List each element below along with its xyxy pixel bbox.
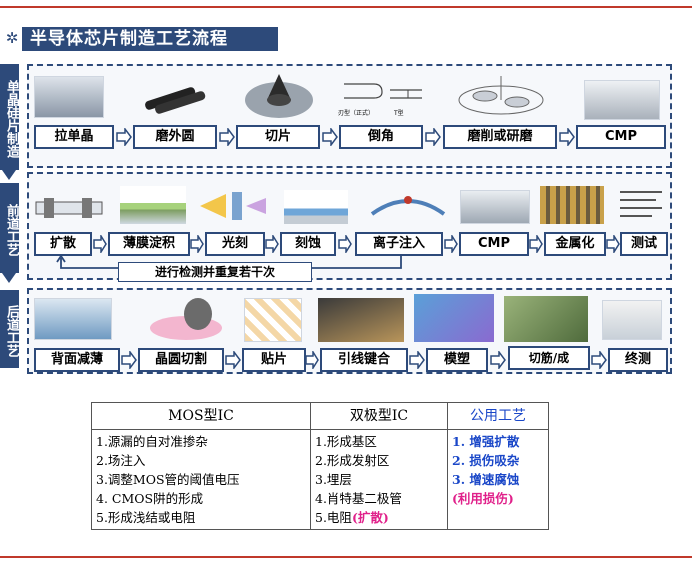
diffusion-note: (扩散) [351, 510, 389, 525]
final-test-image [602, 300, 662, 340]
loop-label: 进行检测并重复若干次 [118, 262, 312, 282]
step-etching: 刻蚀 [280, 232, 336, 256]
step-back-thinning: 背面减薄 [34, 348, 120, 372]
header-mos: MOS型IC [91, 402, 311, 430]
ion-implant-image [368, 186, 448, 224]
common-list: 1. 增强扩散 2. 损伤吸杂 3. 增速腐蚀 (利用损伤) [447, 429, 549, 530]
flow-arrow-icon [322, 128, 338, 146]
list-item: 2.场注入 [96, 453, 146, 468]
list-item: 1.形成基区 [315, 434, 377, 449]
header-bipolar: 双极型IC [310, 402, 448, 430]
step-diffusion: 扩散 [34, 232, 92, 256]
lithography-image [196, 188, 270, 224]
mos-list: 1.源漏的自对准掺杂 2.场注入 3.调整MOS管的阈值电压 4. CMOS阱的… [91, 429, 311, 530]
list-item: 2.形成发射区 [315, 453, 390, 468]
section-label-frontend: 前道工艺 [0, 183, 19, 273]
flow-arrow-icon [116, 128, 132, 146]
trim-form-image [504, 296, 588, 342]
metallization-image [540, 186, 604, 224]
flow-arrow-icon [219, 128, 235, 146]
chamfer-label-left: 刃型（正式） [338, 110, 375, 117]
flow-arrow-icon [409, 351, 425, 369]
crystal-puller-image [34, 76, 104, 118]
step-molding: 模塑 [426, 348, 488, 372]
step-ion-implant: 离子注入 [355, 232, 443, 256]
section-down-arrow [2, 170, 16, 180]
step-wafer-dicing: 晶圆切割 [138, 348, 224, 372]
list-item: 1.源漏的自对准掺杂 [96, 434, 208, 449]
step-wire-bonding: 引线键合 [320, 348, 408, 372]
step-metallization: 金属化 [544, 232, 606, 256]
chamfer-diagram: 刃型（正式） T型 [338, 76, 428, 120]
molding-image [414, 294, 494, 342]
flow-arrow-icon [425, 128, 441, 146]
thin-film-image [120, 186, 186, 224]
step-cmp: CMP [576, 125, 666, 149]
page-title: 半导体芯片制造工艺流程 [22, 27, 278, 51]
header-common: 公用工艺 [447, 402, 549, 430]
flow-arrow-icon [190, 235, 204, 253]
flow-arrow-icon [444, 235, 458, 253]
wafer-slicing-image [243, 70, 315, 120]
step-thin-film: 薄膜淀积 [108, 232, 190, 256]
top-rule [0, 6, 692, 8]
diffusion-furnace-image [34, 190, 104, 224]
list-item: 3. 增速腐蚀 [452, 472, 520, 487]
section-label-wafer: 单晶硅片制造 [0, 64, 19, 170]
bipolar-list: 1.形成基区 2.形成发射区 3.埋层 4.肖特基二极管 5.电阻(扩散) [310, 429, 448, 530]
panel-wafer [27, 64, 672, 168]
step-cmp-frontend: CMP [459, 232, 529, 256]
flow-arrow-icon [338, 235, 352, 253]
grinding-diagram [455, 72, 547, 120]
step-crystal-pulling: 拉单晶 [34, 125, 114, 149]
wire-bond-image [318, 298, 404, 342]
list-item: 4.肖特基二极管 [315, 491, 402, 506]
step-lapping: 磨削或研磨 [443, 125, 557, 149]
step-chamfering: 倒角 [339, 125, 423, 149]
flow-arrow-icon [93, 235, 107, 253]
section-label-backend: 后道工艺 [0, 290, 19, 368]
cmp-machine-image [584, 80, 660, 120]
list-item-text: 5.电阻 [315, 510, 352, 525]
silicon-ingots-image [140, 82, 210, 114]
flow-arrow-icon [121, 351, 137, 369]
ic-process-table: MOS型IC 双极型IC 公用工艺 1.源漏的自对准掺杂 2.场注入 3.调整M… [91, 402, 549, 530]
chamfer-label-right: T型 [394, 110, 404, 117]
die-attach-image [244, 298, 302, 342]
flow-arrow-icon [225, 351, 241, 369]
flow-arrow-icon [591, 351, 607, 369]
cmp-tool-image [460, 190, 530, 224]
flow-arrow-icon [606, 235, 620, 253]
step-lithography: 光刻 [205, 232, 265, 256]
list-item: 5.形成浅结或电阻 [96, 510, 196, 525]
step-trim-form: 切筋/成 [508, 346, 590, 370]
step-testing: 测试 [620, 232, 668, 256]
section-down-arrow [2, 273, 16, 283]
step-die-attach: 贴片 [242, 348, 306, 372]
gear-icon: ✲ [5, 29, 19, 47]
back-thinning-image [34, 298, 112, 340]
list-item-resistor: 5.电阻(扩散) [315, 508, 443, 527]
flow-arrow-icon [529, 235, 543, 253]
damage-note: (利用损伤) [452, 491, 514, 506]
list-item: 2. 损伤吸杂 [452, 453, 520, 468]
etching-image [284, 190, 348, 224]
list-item: 3.调整MOS管的阈值电压 [96, 472, 240, 487]
flow-arrow-icon [265, 235, 279, 253]
wafer-dicing-image [146, 294, 224, 342]
section-label-text: 前道工艺 [4, 204, 19, 256]
list-item: 4. CMOS阱的形成 [96, 491, 204, 506]
step-slicing: 切片 [236, 125, 320, 149]
flow-arrow-icon [305, 351, 319, 369]
bottom-rule [0, 556, 692, 558]
step-outer-grinding: 磨外圆 [133, 125, 217, 149]
flow-arrow-icon [559, 128, 575, 146]
section-label-text: 后道工艺 [4, 305, 19, 357]
flow-arrow-icon [490, 351, 506, 369]
list-item: 1. 增强扩散 [452, 434, 520, 449]
section-label-text: 单晶硅片制造 [4, 80, 19, 158]
step-final-test: 终测 [608, 348, 668, 372]
list-item: 3.埋层 [315, 472, 352, 487]
testing-image [616, 184, 666, 224]
